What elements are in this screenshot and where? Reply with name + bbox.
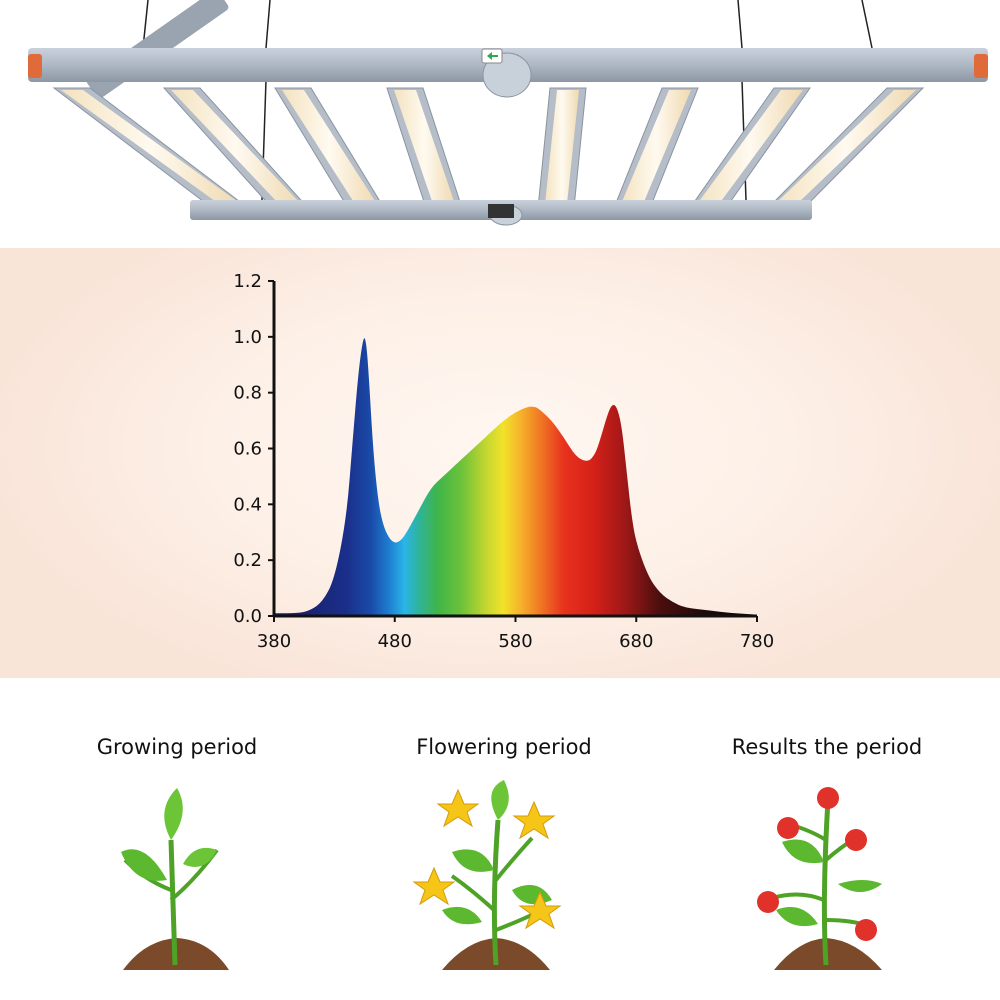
seedling-icon	[121, 788, 229, 970]
spectrum-chart-section: 380 480 580 680 780 0.0 0.2 0.4 0.6 0.8 1.0 1.2	[0, 248, 1000, 678]
led-strip	[775, 90, 916, 204]
center-hinge	[481, 48, 532, 226]
tomato-plant-icon	[757, 787, 882, 970]
led-strip	[697, 90, 803, 204]
led-strip	[621, 90, 691, 204]
y-tick-label: 0.6	[233, 439, 262, 460]
stage-title-flowering: Flowering period	[416, 735, 592, 759]
x-tick-label: 480	[378, 631, 412, 652]
y-tick-label: 1.2	[233, 271, 262, 292]
y-tick-label: 1.0	[233, 327, 262, 348]
x-tick-label: 380	[257, 631, 291, 652]
led-strip	[61, 90, 241, 204]
led-strip	[545, 90, 579, 204]
led-strip	[171, 90, 301, 204]
stage-results: Results the period	[677, 735, 977, 759]
y-tick-label: 0.4	[233, 494, 262, 515]
spectrum-chart: 380 480 580 680 780 0.0 0.2 0.4 0.6 0.8 1.0 1.2	[233, 271, 774, 652]
stage-title-growing: Growing period	[96, 735, 258, 759]
spectrum-area	[274, 338, 757, 616]
led-strips	[52, 87, 925, 212]
stage-growing: Growing period	[27, 735, 327, 759]
flowering-plant-icon	[412, 780, 562, 970]
x-tick-label: 780	[740, 631, 774, 652]
led-strip	[394, 90, 455, 204]
led-strip	[282, 90, 377, 204]
x-tick-label: 680	[619, 631, 653, 652]
stage-title-results: Results the period	[731, 735, 923, 759]
x-tick-label: 580	[498, 631, 532, 652]
led-grow-light-fixture	[28, 0, 988, 226]
y-tick-label: 0.0	[233, 606, 262, 627]
y-tick-label: 0.8	[233, 383, 262, 404]
stage-flowering: Flowering period	[354, 735, 654, 759]
y-tick-label: 0.2	[233, 550, 262, 571]
